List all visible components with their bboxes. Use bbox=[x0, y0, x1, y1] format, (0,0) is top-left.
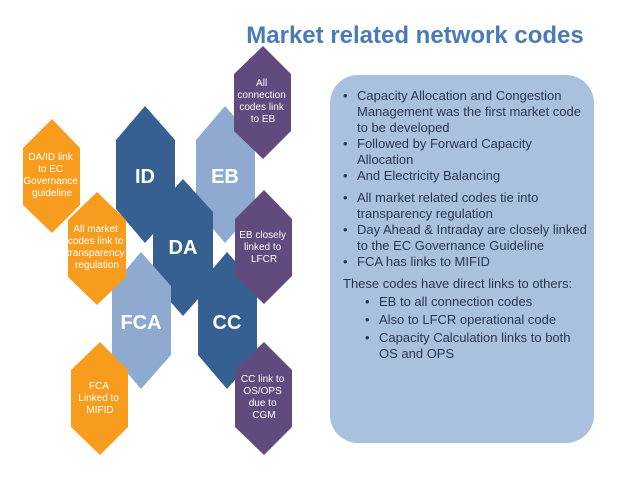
note-all-market-text: All market codes link to transparency re… bbox=[67, 224, 128, 271]
note-line: Linked to bbox=[78, 393, 119, 404]
note-line: codes link bbox=[239, 102, 284, 113]
note-line: LFCR bbox=[251, 254, 277, 265]
bullet-item: Capacity Allocation and Congestion Manag… bbox=[343, 88, 589, 136]
bullet-item: All market related codes tie into transp… bbox=[343, 190, 589, 222]
note-daid-shape bbox=[23, 119, 80, 233]
note-fca-linked: FCA Linked to MIFID bbox=[71, 342, 128, 455]
sub-bullet-list: EB to all connection codes Also to LFCR … bbox=[365, 294, 589, 362]
sub-bullet-item: Capacity Calculation links to both OS an… bbox=[365, 330, 589, 362]
note-eb-closely-shape bbox=[235, 190, 292, 304]
note-cc-link-shape bbox=[235, 342, 292, 455]
note-line: to EC bbox=[38, 164, 63, 175]
note-daid-text: DA/ID link to EC Governance guideline bbox=[23, 152, 80, 199]
bullet-item: FCA has links to MIFID bbox=[343, 254, 589, 270]
hex-id-label: ID bbox=[135, 166, 155, 188]
note-all-market-shape bbox=[68, 192, 126, 305]
note-all-market: All market codes link to transparency re… bbox=[67, 192, 128, 305]
note-line: MIFID bbox=[86, 405, 113, 416]
note-line: All market bbox=[73, 224, 118, 235]
bullet-item: Day Ahead & Intraday are closely linked … bbox=[343, 222, 589, 254]
hex-fca-label: FCA bbox=[120, 312, 161, 334]
sub-bullet-item: Also to LFCR operational code bbox=[365, 312, 589, 328]
note-line: guideline bbox=[32, 188, 72, 199]
bullet-item: Followed by Forward Capacity Allocation bbox=[343, 136, 589, 168]
note-line: transparency bbox=[67, 248, 125, 259]
sub-bullet-item: EB to all connection codes bbox=[365, 294, 589, 310]
note-line: FCA bbox=[89, 381, 109, 392]
hex-da-label: DA bbox=[169, 237, 198, 259]
note-line: OS/OPS bbox=[243, 386, 282, 397]
hex-eb-label: EB bbox=[211, 166, 239, 188]
note-line: All bbox=[256, 78, 267, 89]
note-cc-link: CC link to OS/OPS due to CGM bbox=[235, 342, 292, 455]
bullet-list-2: All market related codes tie into transp… bbox=[343, 190, 589, 270]
note-line: due to bbox=[249, 398, 277, 409]
note-line: CC link to bbox=[241, 374, 285, 385]
note-line: regulation bbox=[75, 260, 119, 271]
note-line: connection bbox=[237, 90, 285, 101]
note-eb-closely: EB closely linked to LFCR bbox=[235, 190, 292, 304]
hex-fca: FCA bbox=[112, 252, 171, 389]
hex-da: DA bbox=[153, 179, 213, 316]
note-line: codes link to bbox=[68, 236, 124, 247]
note-all-connection: All connection codes link to EB bbox=[234, 46, 291, 159]
hex-da-shape bbox=[153, 179, 213, 316]
hex-cc: CC bbox=[198, 252, 257, 389]
note-line: CGM bbox=[252, 410, 275, 421]
bullet-list-1: Capacity Allocation and Congestion Manag… bbox=[343, 88, 589, 184]
note-fca-linked-text: FCA Linked to MIFID bbox=[78, 381, 121, 416]
note-all-connection-text: All connection codes link to EB bbox=[237, 78, 288, 125]
hex-cc-label: CC bbox=[213, 312, 242, 334]
hex-cc-shape bbox=[198, 252, 257, 389]
page-title: Market related network codes bbox=[246, 22, 584, 49]
note-cc-link-text: CC link to OS/OPS due to CGM bbox=[241, 374, 287, 421]
note-fca-linked-shape bbox=[71, 342, 128, 455]
info-panel-content: Capacity Allocation and Congestion Manag… bbox=[343, 88, 589, 364]
note-line: DA/ID link bbox=[28, 152, 73, 163]
note-line: linked to bbox=[244, 242, 282, 253]
bullet-item: And Electricity Balancing bbox=[343, 168, 589, 184]
hex-eb-shape bbox=[196, 106, 255, 243]
note-daid: DA/ID link to EC Governance guideline bbox=[23, 119, 80, 233]
hex-fca-shape bbox=[112, 252, 171, 389]
note-line: Governance bbox=[23, 176, 78, 187]
note-line: EB closely bbox=[239, 230, 286, 241]
note-line: to EB bbox=[251, 114, 276, 125]
note-eb-closely-text: EB closely linked to LFCR bbox=[239, 230, 288, 265]
links-intro: These codes have direct links to others: bbox=[343, 276, 573, 291]
hex-eb: EB bbox=[196, 106, 255, 243]
note-all-connection-shape bbox=[234, 46, 291, 159]
